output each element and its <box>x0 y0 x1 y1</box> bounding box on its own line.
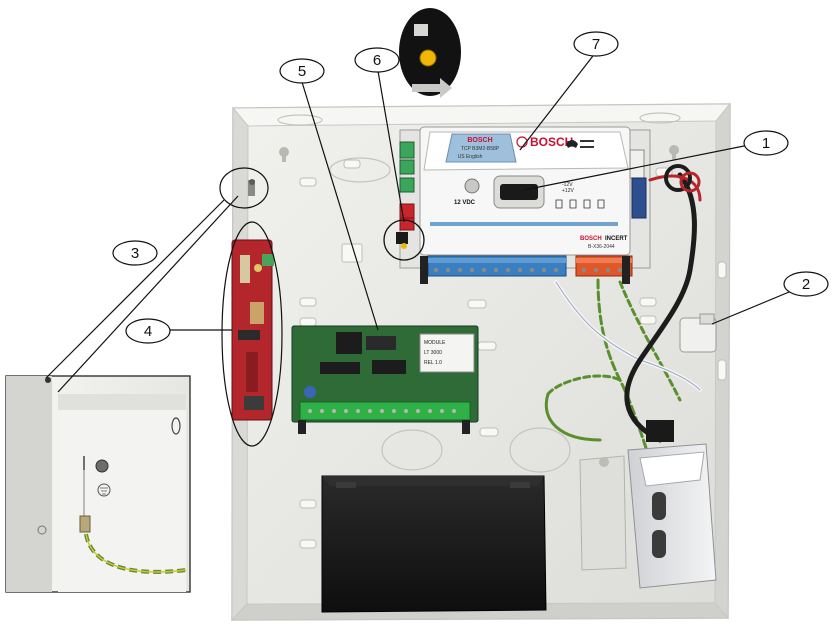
svg-text:BOSCH: BOSCH <box>467 137 492 144</box>
wiring <box>544 164 702 482</box>
callout-7: 7 <box>573 31 619 57</box>
blue-terminal-strip <box>427 255 567 277</box>
callout-6: 6 <box>354 47 400 73</box>
callout-5: 5 <box>279 58 325 84</box>
callout-1: 1 <box>743 130 789 156</box>
power-supply <box>627 420 717 589</box>
orange-terminal-strip <box>575 255 633 277</box>
battery <box>321 475 547 613</box>
keypad-connector <box>500 184 538 200</box>
relay-symbols <box>555 199 605 209</box>
svg-text:1: 1 <box>762 135 770 152</box>
svg-text:-12V: -12V <box>562 182 573 188</box>
svg-text:LT 3000: LT 3000 <box>424 350 442 356</box>
brand-logo-text: BOSCH <box>530 135 573 149</box>
svg-text:BOSCH: BOSCH <box>580 236 602 242</box>
ground-screw <box>95 459 109 473</box>
svg-text:5: 5 <box>298 63 306 80</box>
power-plug <box>679 313 717 353</box>
knockout-holes <box>277 112 681 473</box>
svg-text:US English: US English <box>458 154 483 160</box>
leader-lines <box>45 51 807 447</box>
callout-3: 3 <box>112 240 158 266</box>
svg-text:6: 6 <box>373 52 381 69</box>
inset-keyhole <box>171 417 181 435</box>
svg-text:12 VDC: 12 VDC <box>454 200 476 206</box>
inset-ground-detail <box>5 375 191 593</box>
callout-2: 2 <box>783 271 829 297</box>
terminal-screws <box>433 267 623 273</box>
control-panel-board: BOSCH TCP B3M2-B58P US English BOSCH 12 … <box>383 126 651 284</box>
svg-text:B-X36-2044: B-X36-2044 <box>588 244 615 250</box>
svg-text:MODULE: MODULE <box>424 340 446 346</box>
keyhole-slots <box>279 145 679 162</box>
phone-icon <box>566 140 594 148</box>
svg-text:2: 2 <box>802 276 810 293</box>
red-expansion-board <box>231 239 274 421</box>
svg-text:TCP B3M2-B58P: TCP B3M2-B58P <box>461 146 500 152</box>
svg-text:REL 1.0: REL 1.0 <box>424 360 442 366</box>
module-sticker: BOSCH TCP B3M2-B58P US English <box>445 133 517 163</box>
svg-text:INCERT: INCERT <box>605 236 628 242</box>
svg-text:3: 3 <box>131 245 139 262</box>
enclosure-ground-screw <box>248 179 255 196</box>
cover-bracket <box>579 455 627 571</box>
svg-text:7: 7 <box>592 36 600 53</box>
green-expansion-board: MODULE LT 3000 REL 1.0 <box>291 325 479 434</box>
ring-terminal <box>79 515 91 533</box>
tamper-switch-detail <box>399 8 461 98</box>
svg-text:+12V: +12V <box>562 188 574 194</box>
earth-ground-icon <box>97 483 111 497</box>
expansion-sticker: MODULE LT 3000 REL 1.0 <box>419 333 475 373</box>
callout-4: 4 <box>125 318 171 344</box>
svg-text:4: 4 <box>144 323 152 340</box>
